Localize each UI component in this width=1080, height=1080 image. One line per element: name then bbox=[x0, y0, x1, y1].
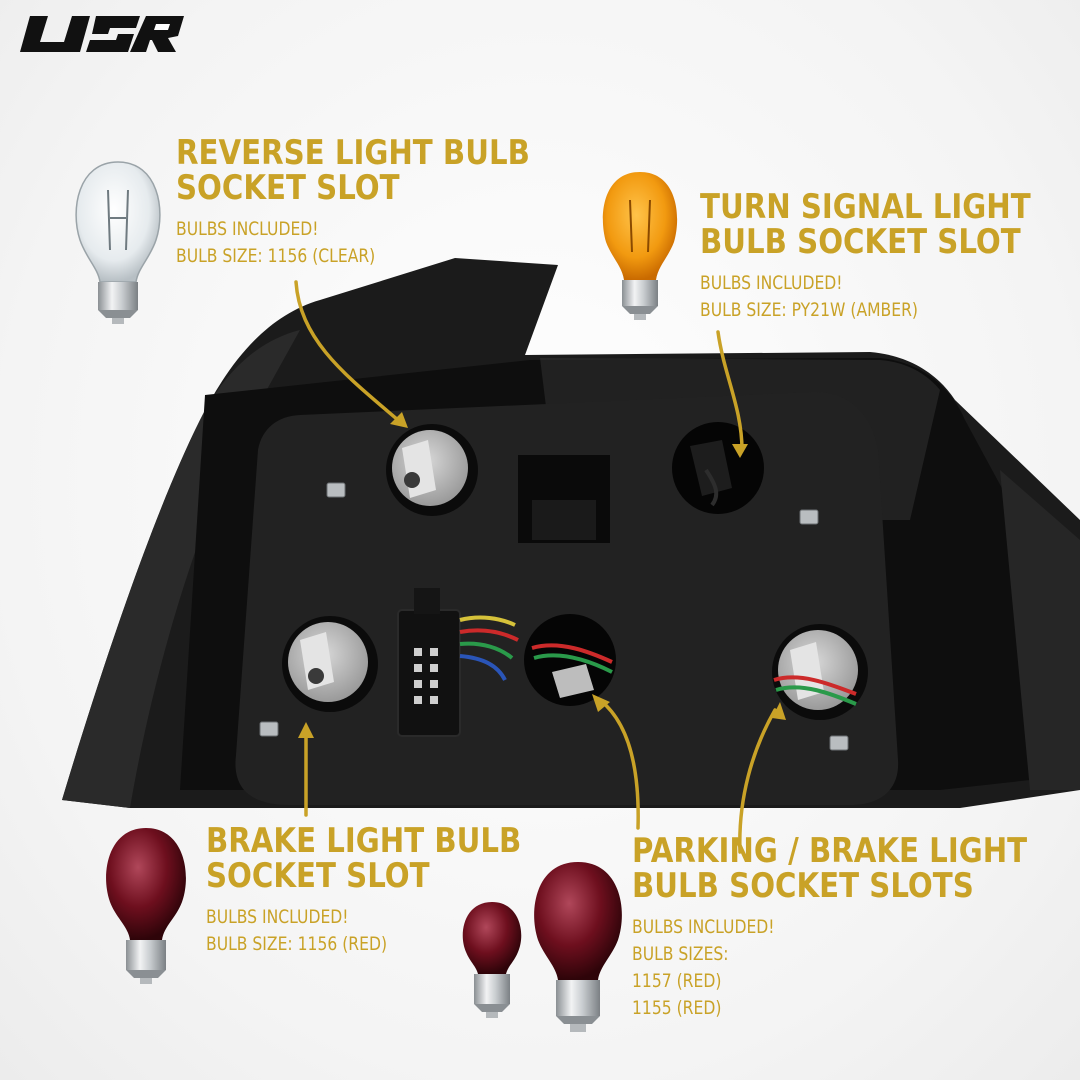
brake-title-line2: SOCKET SLOT bbox=[206, 856, 430, 896]
parking-title-line2: BULB SOCKET SLOTS bbox=[632, 866, 974, 906]
brake-title-line1: BRAKE LIGHT BULB bbox=[206, 821, 522, 861]
parking-title-line1: PARKING / BRAKE LIGHT bbox=[632, 831, 1028, 871]
brake-callout: BRAKE LIGHT BULB SOCKET SLOT BULBS INCLU… bbox=[206, 824, 573, 958]
turn-signal-callout: TURN SIGNAL LIGHT BULB SOCKET SLOT BULBS… bbox=[700, 190, 1080, 324]
mounting-studs bbox=[259, 482, 849, 751]
turn-title-line2: BULB SOCKET SLOT bbox=[700, 222, 1021, 262]
arrow-heads bbox=[298, 412, 786, 738]
reverse-line2: BULB SIZE: 1156 (CLEAR) bbox=[176, 245, 376, 267]
reverse-title-line2: SOCKET SLOT bbox=[176, 168, 400, 208]
amber-bulb-icon bbox=[602, 172, 678, 320]
clear-bulb-icon bbox=[75, 161, 161, 324]
parking-line4: 1155 (RED) bbox=[632, 997, 722, 1019]
red-bulb-icon bbox=[106, 828, 186, 984]
parking-socket-center bbox=[524, 614, 616, 706]
parking-socket-right bbox=[772, 624, 868, 720]
brake-line1: BULBS INCLUDED! bbox=[206, 906, 349, 928]
turn-signal-socket bbox=[672, 422, 764, 514]
brake-socket bbox=[282, 616, 378, 712]
reverse-title-line1: REVERSE LIGHT BULB bbox=[176, 133, 530, 173]
parking-line1: BULBS INCLUDED! bbox=[632, 916, 775, 938]
reverse-line1: BULBS INCLUDED! bbox=[176, 218, 319, 240]
turn-title-line1: TURN SIGNAL LIGHT bbox=[700, 187, 1031, 227]
brake-line2: BULB SIZE: 1156 (RED) bbox=[206, 933, 388, 955]
turn-line2: BULB SIZE: PY21W (AMBER) bbox=[700, 299, 918, 321]
reverse-callout: REVERSE LIGHT BULB SOCKET SLOT BULBS INC… bbox=[176, 136, 588, 270]
parking-line2: BULB SIZES: bbox=[632, 943, 729, 965]
wiring-connector bbox=[397, 588, 519, 737]
turn-line1: BULBS INCLUDED! bbox=[700, 272, 843, 294]
parking-callout: PARKING / BRAKE LIGHT BULB SOCKET SLOTS … bbox=[632, 834, 1080, 1022]
back-plate bbox=[235, 392, 899, 805]
usr-logo bbox=[20, 16, 184, 52]
red-bulb-large-icon bbox=[534, 862, 622, 1032]
red-bulb-small-icon bbox=[462, 902, 522, 1018]
callout-arrows bbox=[294, 280, 777, 854]
reverse-socket bbox=[386, 424, 478, 516]
parking-line3: 1157 (RED) bbox=[632, 970, 722, 992]
